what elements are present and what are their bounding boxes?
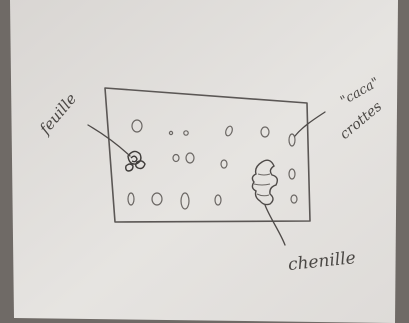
paper-sheet xyxy=(10,0,398,323)
